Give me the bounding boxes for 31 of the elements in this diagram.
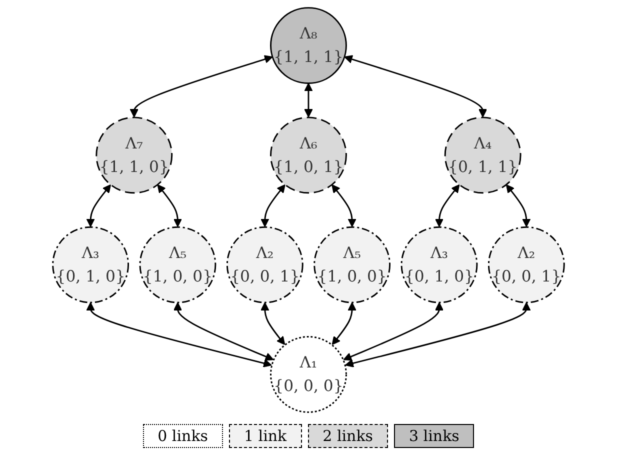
arrow xyxy=(434,184,460,228)
lattice-diagram: Λ₈ {1, 1, 1} Λ₇ {1, 1, 0} Λ₆ {1, 0, 1} Λ₄ {0, 1, 1} Λ₃ {0, 1, 0} Λ₅ {1, 0, 0} Λ₂ {0, 0, 1} Λ₅ {1, 0, 0} Λ₃ {0, 1, 0} Λ₂ {0, 0, 1} Λ₁ {0, 0, 0} xyxy=(45,0,572,420)
legend-item: 0 links xyxy=(142,424,223,448)
legend-item: 1 link xyxy=(228,424,302,448)
node-circle xyxy=(400,226,478,304)
node-circle xyxy=(226,226,304,304)
arrow xyxy=(343,302,444,361)
node-circle xyxy=(270,336,347,413)
legend-item: 2 links xyxy=(308,424,388,448)
arrow xyxy=(304,82,313,118)
arrow xyxy=(86,184,112,228)
arrow xyxy=(345,302,531,368)
node-circle xyxy=(444,116,522,194)
arrow xyxy=(157,184,182,228)
arrow xyxy=(130,55,273,118)
arrow xyxy=(173,302,274,361)
arrow xyxy=(332,184,356,228)
arrow xyxy=(260,184,286,228)
node-circle xyxy=(270,116,347,194)
legend-item: 3 links xyxy=(394,424,474,448)
node-circle xyxy=(52,226,130,304)
arrow xyxy=(86,302,272,368)
arrow xyxy=(506,184,531,228)
arrow xyxy=(332,302,356,345)
node-circle xyxy=(96,116,173,194)
node-circle xyxy=(314,226,391,304)
node-circle xyxy=(270,7,347,84)
arrow xyxy=(260,302,286,345)
node-circle xyxy=(139,226,216,304)
arrow xyxy=(344,55,488,118)
node-circle xyxy=(488,226,565,304)
